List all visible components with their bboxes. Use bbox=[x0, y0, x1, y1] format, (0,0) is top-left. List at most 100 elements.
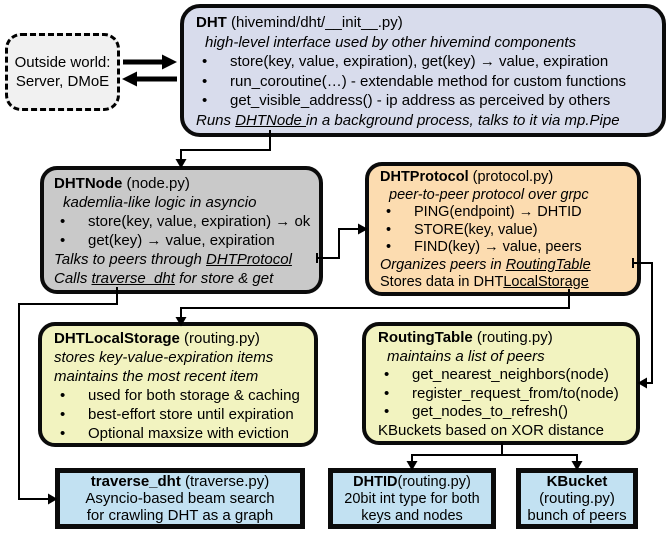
text-segment: LocalStorage bbox=[503, 274, 589, 290]
text-line: Runs DHTNode in a background process, ta… bbox=[196, 111, 656, 131]
dhtprotocol-box: DHTProtocol (protocol.py)peer-to-peer pr… bbox=[365, 162, 641, 296]
text-segment: FIND(key) → value, peers bbox=[414, 239, 582, 255]
text-line: Outside world: bbox=[8, 53, 117, 72]
text-segment: (hivemind/dht/__init__.py) bbox=[226, 14, 403, 31]
text-segment: PING(endpoint) → DHTID bbox=[414, 204, 582, 220]
text-line: • register_request_from/to(node) bbox=[378, 385, 636, 404]
text-segment: get(key) → value, expiration bbox=[88, 232, 275, 249]
text-segment: (protocol.py) bbox=[468, 169, 554, 185]
text-segment: peer-to-peer protocol over grpc bbox=[389, 186, 589, 203]
text-segment: (routing.py) bbox=[472, 329, 553, 346]
bullet-glyph: • bbox=[60, 387, 66, 404]
text-segment: DHTNode bbox=[54, 175, 123, 192]
text-line: KBucket bbox=[521, 473, 633, 491]
text-segment: DHTID bbox=[353, 474, 398, 490]
text-line: • Optional maxsize with eviction bbox=[54, 424, 314, 443]
text-line: Calls traverse_dht for store & get bbox=[54, 269, 319, 288]
dhtid-box: DHTID(routing.py)20bit int type for both… bbox=[328, 468, 496, 529]
text-segment: KBucket bbox=[546, 473, 608, 490]
text-segment: Calls bbox=[54, 270, 92, 287]
text-line: • best-effort store until expiration bbox=[54, 405, 314, 424]
text-line: Talks to peers through DHTProtocol bbox=[54, 250, 319, 269]
connector-dhtnode-to-dhtprotocol bbox=[316, 223, 368, 263]
text-line: •run_coroutine(…) - extendable method fo… bbox=[196, 72, 656, 92]
text-line: • FIND(key) → value, peers bbox=[380, 239, 637, 257]
text-line: •get_nodes_to_refresh() bbox=[378, 403, 636, 422]
text-segment: high-level interface used by other hivem… bbox=[205, 33, 577, 51]
text-segment: kademlia-like logic in asyncio bbox=[63, 194, 257, 211]
text-line: •get_visible_address() - ip address as p… bbox=[196, 91, 656, 111]
text-segment: DHTProtocol bbox=[206, 251, 292, 268]
text-line: Asyncio-based beam search bbox=[60, 489, 300, 508]
text-segment: store(key, value, expiration), get(key) … bbox=[230, 53, 609, 70]
text-line: RoutingTable (routing.py) bbox=[378, 329, 636, 348]
text-line: • store(key, value, expiration), get(key)… bbox=[196, 52, 656, 72]
dht-box: DHT (hivemind/dht/__init__.py)high-level… bbox=[180, 4, 666, 137]
bullet-glyph: • bbox=[384, 403, 390, 420]
text-segment: STORE(key, value) bbox=[414, 221, 538, 238]
text-segment: store(key, value, expiration) → ok bbox=[88, 213, 311, 230]
text-line: DHTNode (node.py) bbox=[54, 174, 319, 193]
text-segment: for crawling DHT as a graph bbox=[86, 506, 274, 524]
text-line: kademlia-like logic in asyncio bbox=[54, 193, 319, 212]
text-segment: get_nearest_neighbors(node) bbox=[412, 366, 609, 383]
text-segment: stores key-value-expiration items bbox=[54, 349, 274, 366]
text-segment: bunch of peers bbox=[527, 506, 627, 524]
text-segment: for store & get bbox=[174, 270, 274, 287]
bullet-glyph: • bbox=[384, 384, 390, 402]
text-segment: Talks to peers through bbox=[54, 251, 207, 268]
text-line: Organizes peers in RoutingTable bbox=[380, 257, 637, 275]
text-line: stores key-value-expiration items bbox=[54, 348, 314, 367]
bullet-glyph: • bbox=[202, 53, 208, 70]
text-segment: maintains the most recent item bbox=[54, 368, 259, 385]
text-segment: (routing.py) bbox=[397, 474, 471, 490]
outside-world-box: Outside world: Server, DMoE bbox=[5, 33, 120, 111]
text-segment: Outside world: bbox=[14, 54, 111, 71]
text-line: 20bit int type for both bbox=[333, 491, 491, 508]
text-segment: Server, DMoE bbox=[15, 73, 110, 90]
text-line: (routing.py) bbox=[521, 490, 633, 508]
text-segment: maintains a list of peers bbox=[387, 347, 545, 365]
text-segment: used for both storage & caching bbox=[88, 387, 300, 404]
text-segment: RoutingTable bbox=[505, 256, 591, 273]
arrow-outside-to-dht-icon bbox=[123, 54, 177, 70]
bullet-glyph: • bbox=[60, 406, 66, 423]
text-line: • STORE(key, value) bbox=[380, 222, 637, 240]
text-line: DHTLocalStorage (routing.py) bbox=[54, 329, 314, 348]
text-segment: RoutingTable bbox=[378, 329, 473, 346]
text-segment: traverse_dht bbox=[90, 473, 181, 490]
bullet-glyph: • bbox=[60, 232, 66, 249]
dhtlocalstorage-box: DHTLocalStorage (routing.py)stores key-v… bbox=[38, 322, 318, 447]
text-line: DHT (hivemind/dht/__init__.py) bbox=[196, 13, 656, 33]
arrow-dht-to-outside-icon bbox=[122, 71, 177, 87]
text-line: traverse_dht (traverse.py) bbox=[60, 473, 300, 491]
text-line: DHTID(routing.py) bbox=[333, 474, 491, 491]
text-line: Server, DMoE bbox=[8, 72, 117, 91]
text-segment: register_request_from/to(node) bbox=[412, 384, 619, 402]
text-segment: KBuckets based on XOR distance bbox=[378, 421, 604, 439]
bullet-glyph: • bbox=[60, 425, 66, 442]
text-segment: DHTProtocol bbox=[380, 169, 469, 185]
text-segment: DHTNode bbox=[235, 111, 307, 129]
text-line: peer-to-peer protocol over grpc bbox=[380, 187, 637, 205]
bullet-glyph: • bbox=[386, 221, 392, 238]
text-segment: Asyncio-based beam search bbox=[85, 489, 275, 507]
text-line: Stores data in DHTLocalStorage bbox=[380, 274, 637, 292]
text-segment: Stores data in DHT bbox=[380, 274, 504, 290]
text-segment: get_visible_address() - ip address as pe… bbox=[230, 92, 611, 109]
text-line: •PING(endpoint) → DHTID bbox=[380, 204, 637, 222]
text-line: keys and nodes bbox=[333, 508, 491, 525]
bullet-glyph: • bbox=[386, 239, 392, 255]
text-segment: (traverse.py) bbox=[180, 473, 270, 490]
dhtnode-box: DHTNode (node.py)kademlia-like logic in … bbox=[40, 166, 323, 294]
text-line: maintains the most recent item bbox=[54, 367, 314, 386]
kbucket-box: KBucket(routing.py)bunch of peers bbox=[516, 468, 638, 529]
text-segment: Organizes peers in bbox=[380, 256, 506, 273]
text-segment: best-effort store until expiration bbox=[88, 406, 294, 423]
text-segment: (node.py) bbox=[122, 175, 190, 192]
text-segment: Optional maxsize with eviction bbox=[88, 425, 289, 442]
text-segment: in a background process, talks to it via… bbox=[306, 111, 620, 129]
text-line: •store(key, value, expiration) → ok bbox=[54, 212, 319, 231]
text-line: high-level interface used by other hivem… bbox=[196, 33, 656, 53]
